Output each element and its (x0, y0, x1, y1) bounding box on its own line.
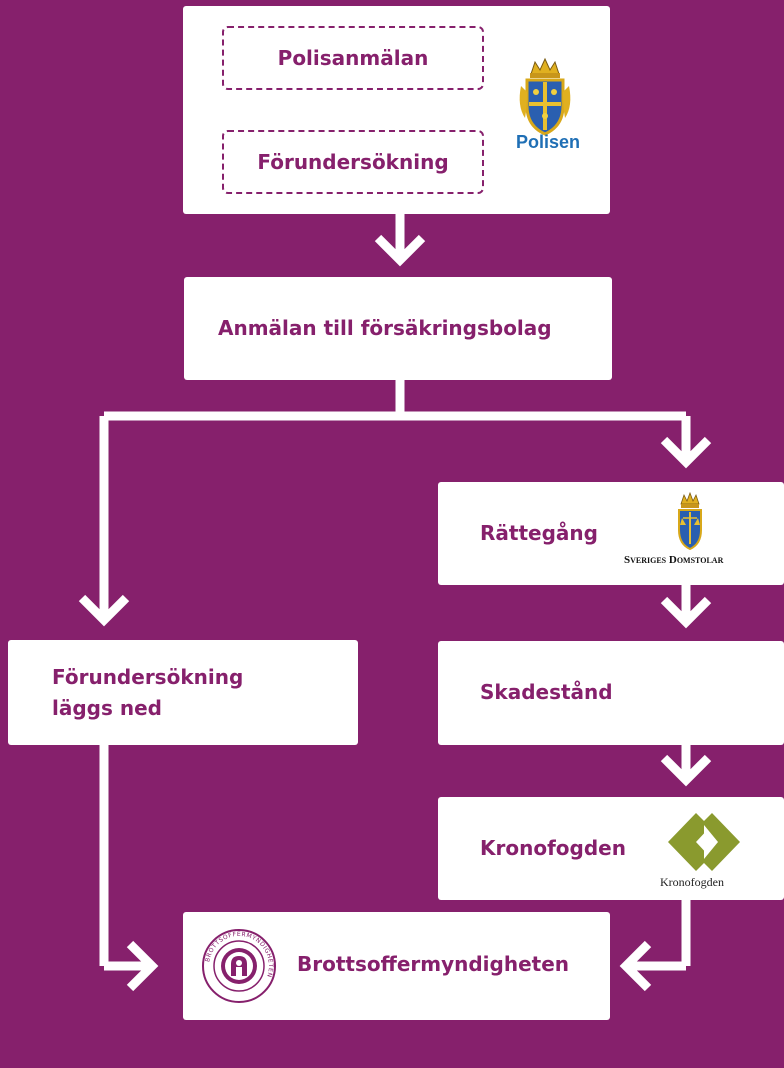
police-logo-text: Polisen (516, 132, 581, 152)
kronofogden-logo-icon (668, 813, 740, 871)
arrow-right-icon (126, 940, 159, 992)
step-preliminary-investigation: Förundersökning (222, 130, 484, 194)
arrow-left-icon (619, 940, 652, 992)
arrow-down-icon (374, 234, 426, 267)
insurance-box: Anmälan till försäkringsbolag (184, 277, 612, 380)
trial-box: Rättegång Sveriges Domstolar (438, 482, 784, 585)
arrow-down-icon (660, 754, 712, 787)
kronofogden-label: Kronofogden (480, 836, 626, 860)
victim-authority-label: Brottsoffermyndigheten (297, 952, 570, 976)
investigation-closed-label-line1: Förundersökning (52, 665, 244, 689)
trial-label: Rättegång (480, 521, 598, 545)
police-box: Polisanmälan Förundersökning Polisen (183, 6, 610, 214)
arrow-down-icon (660, 436, 712, 469)
damages-label: Skadestånd (480, 680, 613, 704)
courts-crest-icon (678, 492, 702, 550)
arrow-down-icon (78, 594, 130, 627)
step-police-report-label: Polisanmälan (277, 45, 429, 70)
insurance-label: Anmälan till försäkringsbolag (218, 316, 552, 340)
police-crest-icon (519, 57, 571, 136)
arrow-down-icon (660, 596, 712, 629)
step-preliminary-investigation-label: Förundersökning (257, 149, 449, 174)
kronofogden-logo-text: Kronofogden (660, 875, 724, 889)
brottsoffer-seal-icon: BROTTSOFFERMYNDIGHETEN (202, 929, 276, 1003)
kronofogden-box: Kronofogden Kronofogden (438, 797, 784, 900)
investigation-closed-label-line2: läggs ned (52, 696, 162, 720)
investigation-closed-box: Förundersökning läggs ned (8, 640, 358, 745)
damages-box: Skadestånd (438, 641, 784, 745)
courts-logo-text: Sveriges Domstolar (624, 554, 724, 566)
step-police-report: Polisanmälan (222, 26, 484, 90)
victim-authority-box: BROTTSOFFERMYNDIGHETEN Brottsoffermyndig… (183, 912, 610, 1020)
